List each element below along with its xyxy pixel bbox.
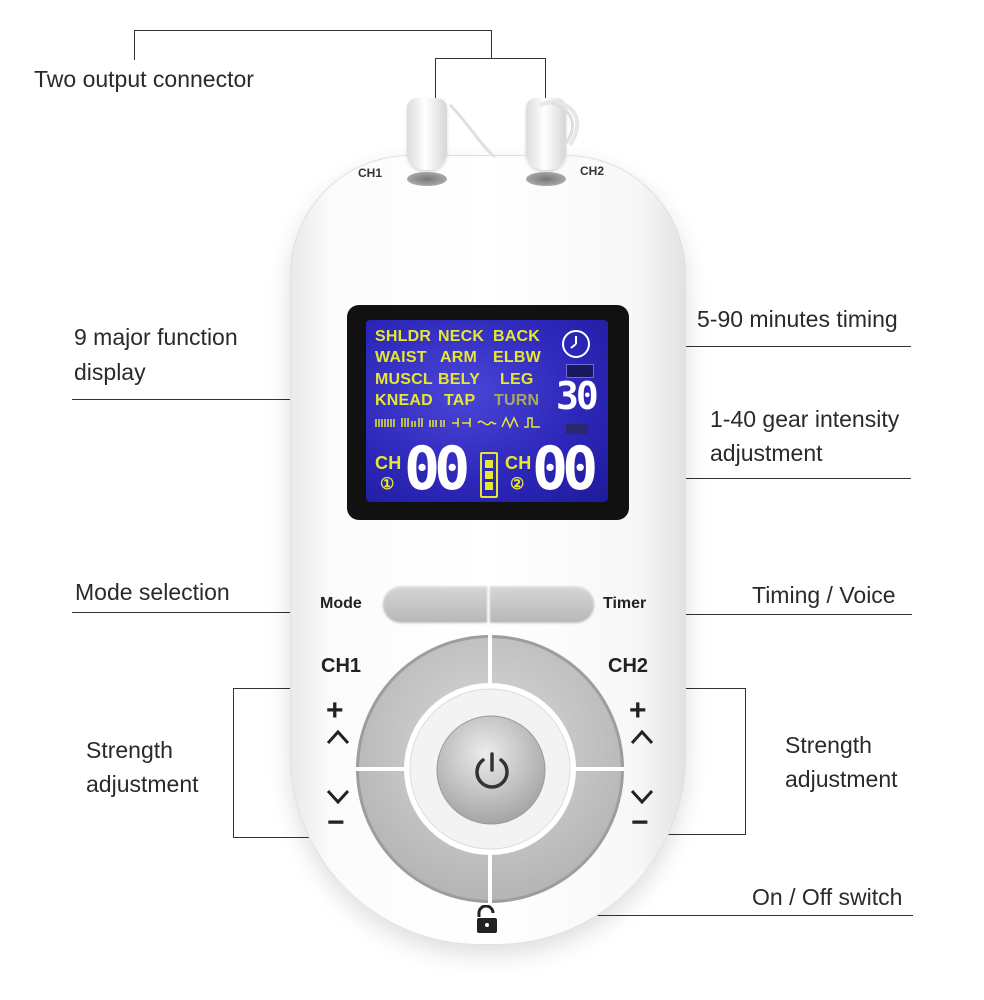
timer-button[interactable] <box>490 586 594 622</box>
lcd-mode-shldr: SHLDR <box>375 328 432 345</box>
leader-line <box>233 688 234 838</box>
leader-line <box>513 915 913 916</box>
lcd-ch2-value: 00 <box>532 434 598 504</box>
lcd-mode-tap: TAP <box>444 392 476 409</box>
ch1-jack <box>407 172 447 186</box>
leader-line <box>545 58 546 98</box>
callout-strength-left-1: Strength <box>86 737 173 763</box>
leader-line <box>435 58 546 59</box>
leader-line <box>72 399 372 400</box>
leader-line <box>596 834 746 835</box>
leader-line <box>491 30 492 58</box>
lcd-waveform-icons <box>375 416 540 429</box>
leader-line <box>582 614 912 615</box>
ch1-side-label: CH1 <box>321 655 362 677</box>
lcd-mode-arm: ARM <box>440 349 478 366</box>
ch2-up-chevron-icon <box>630 729 654 745</box>
callout-strength-left-2: adjustment <box>86 771 199 797</box>
leader-line <box>598 478 911 479</box>
callout-timing: 5-90 minutes timing <box>697 306 898 332</box>
callout-mode-selection: Mode selection <box>75 579 230 605</box>
lcd-mode-knead: KNEAD <box>375 392 433 409</box>
leader-line <box>134 30 135 60</box>
callout-output-connector: Two output connector <box>34 66 254 92</box>
leader-line <box>72 612 400 613</box>
lcd-ch1-prefix: CH <box>375 453 402 473</box>
ch1-plug <box>407 98 447 170</box>
callout-function-display-2: display <box>74 359 146 385</box>
lcd-mode-elbw: ELBW <box>493 349 541 366</box>
callout-strength-right-1: Strength <box>785 732 872 758</box>
ch2-minus-symbol: − <box>631 806 649 839</box>
lcd-ch2-prefix: CH <box>505 453 532 473</box>
lcd-mode-leg: LEG <box>500 371 534 388</box>
leader-line <box>745 688 746 835</box>
ch2-port-label: CH2 <box>580 164 605 178</box>
leader-line <box>575 346 911 347</box>
lcd-mode-waist: WAIST <box>375 349 427 366</box>
power-icon <box>475 752 509 789</box>
lcd-timer-value: 30 <box>556 374 599 418</box>
lcd-mode-back: BACK <box>493 328 541 345</box>
leader-line <box>134 30 492 31</box>
callout-timing-voice: Timing / Voice <box>752 582 896 608</box>
callout-intensity-1: 1-40 gear intensity <box>710 406 900 432</box>
ch2-down-chevron-icon <box>630 789 654 805</box>
clock-icon <box>562 330 590 358</box>
unlock-icon <box>477 905 497 933</box>
lcd-mode-turn: TURN <box>494 392 540 409</box>
lcd-timer-bar <box>566 424 588 434</box>
lcd-ch2-number: ② <box>510 476 525 493</box>
leader-line <box>435 58 436 98</box>
ch2-plus-symbol: + <box>629 694 647 727</box>
lcd-ch1-value: 00 <box>404 434 470 504</box>
callout-on-off: On / Off switch <box>752 884 903 910</box>
ch1-up-chevron-icon <box>326 729 350 745</box>
mode-button-label: Mode <box>320 595 362 612</box>
callout-intensity-2: adjustment <box>710 440 823 466</box>
battery-icon <box>480 452 498 498</box>
lead-wires <box>448 100 580 159</box>
ch1-port-label: CH1 <box>358 166 383 180</box>
ch2-jack <box>526 172 566 186</box>
ch2-side-label: CH2 <box>608 655 649 677</box>
lcd-mode-neck: NECK <box>438 328 485 345</box>
ch1-plus-symbol: + <box>326 694 344 727</box>
mode-button[interactable] <box>383 586 487 622</box>
lcd-ch1-number: ① <box>380 476 395 493</box>
callout-strength-right-2: adjustment <box>785 766 898 792</box>
timer-button-label: Timer <box>603 595 647 612</box>
ch2-plug <box>526 98 566 170</box>
lcd-mode-bely: BELY <box>438 371 481 388</box>
callout-function-display-1: 9 major function <box>74 324 238 350</box>
lcd-mode-muscl: MUSCL <box>375 371 433 388</box>
lcd-voice-indicator <box>566 364 594 378</box>
ch1-minus-symbol: − <box>327 806 345 839</box>
ch1-down-chevron-icon <box>326 789 350 805</box>
